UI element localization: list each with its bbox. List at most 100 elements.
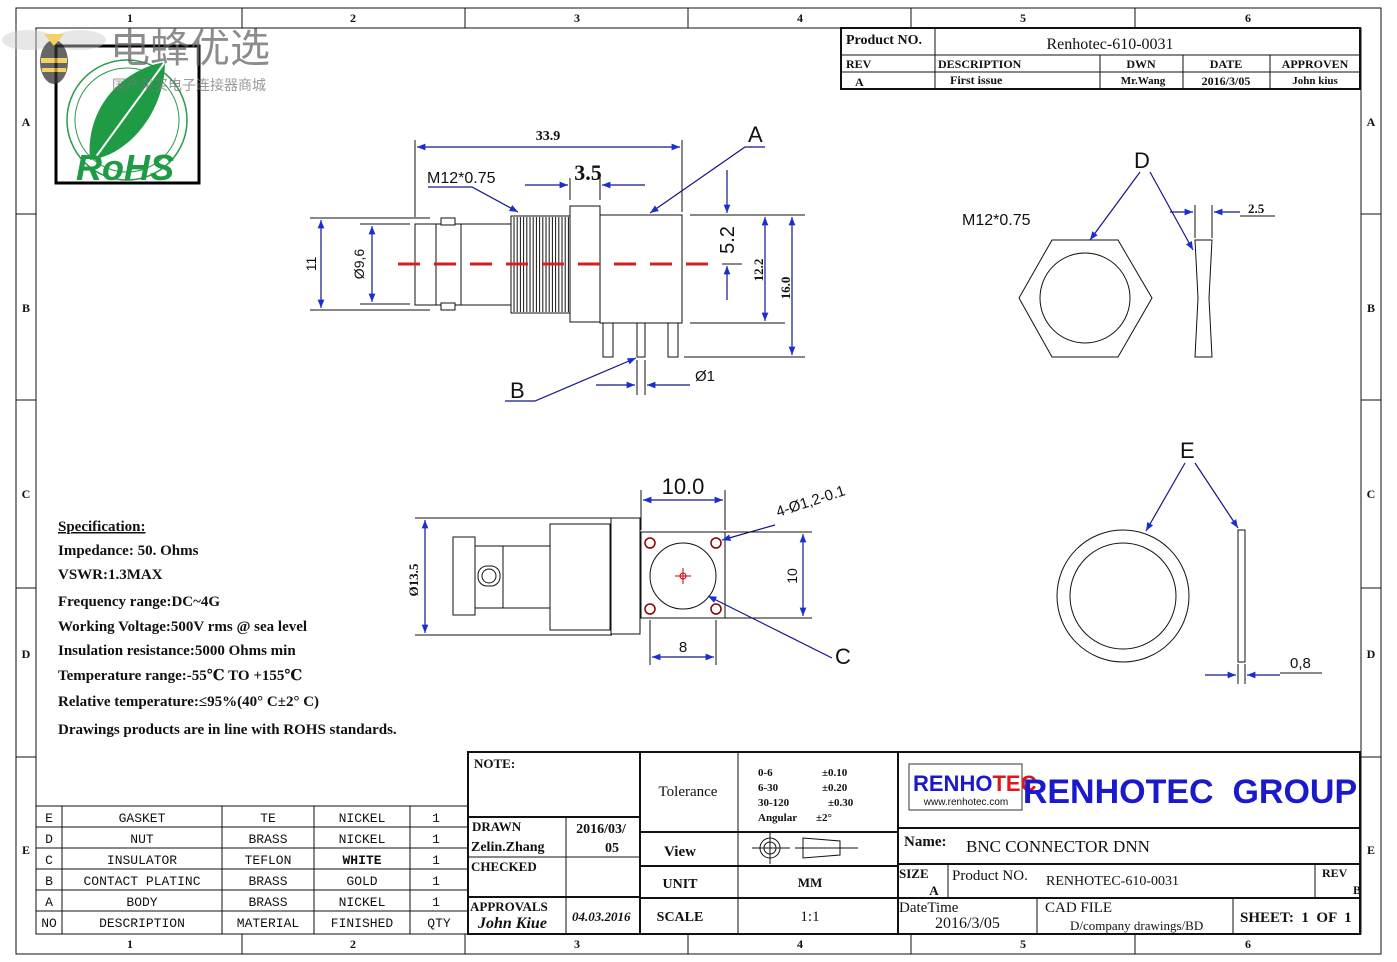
dim-pitch: 8 xyxy=(679,639,687,656)
dim-od: 11 xyxy=(303,257,319,272)
bom-cell: A xyxy=(45,895,53,910)
dim-dia: Ø9,6 xyxy=(351,249,367,280)
dim-pin-dia: Ø1 xyxy=(695,368,715,385)
rohs-text: RoHS xyxy=(76,147,174,188)
logo-text-red: TEC xyxy=(992,771,1036,796)
bom-cell: B xyxy=(45,874,53,889)
approver-signature: John Kiue xyxy=(477,915,547,932)
spec-line: Impedance: 50. Ohms xyxy=(58,543,199,559)
tolerance-value: ±0.30 xyxy=(828,797,854,809)
cad-file-path: D/company drawings/BD xyxy=(1070,918,1203,933)
date-value: 2016/3/05 xyxy=(1202,74,1251,88)
row-label: D xyxy=(1367,647,1376,661)
size-label: SIZE xyxy=(899,866,929,881)
column-label: 5 xyxy=(1020,937,1026,951)
rev-header: REV xyxy=(846,57,872,71)
drawn-by: Zelin.Zhang xyxy=(471,840,545,855)
tolerance-range: 30-120 xyxy=(758,797,790,809)
dwn-value: Mr.Wang xyxy=(1121,75,1166,87)
bom-cell: BRASS xyxy=(248,895,287,910)
watermark-tagline: 国产采买电子连接器商城 xyxy=(112,77,266,94)
bom-cell: D xyxy=(45,832,53,847)
drawn-date-day: 05 xyxy=(605,841,619,856)
title-product-no: RENHOTEC-610-0031 xyxy=(1046,874,1179,889)
bom-cell: 1 xyxy=(432,811,440,826)
product-no-label: Product NO. xyxy=(846,33,922,48)
view-label: View xyxy=(664,844,696,860)
row-label: C xyxy=(1367,487,1376,501)
column-label: 6 xyxy=(1245,937,1251,951)
bom-cell: INSULATOR xyxy=(107,853,177,868)
spec-line: Insulation resistance:5000 Ohms min xyxy=(58,643,296,659)
bom-cell: TE xyxy=(260,811,276,826)
column-label: 2 xyxy=(350,937,356,951)
bom-cell: NUT xyxy=(130,832,154,847)
company-website: www.renhotec.com xyxy=(923,797,1008,808)
rev-value: B xyxy=(1353,883,1361,897)
dim-body-height: 12.2 xyxy=(751,259,766,282)
watermark: 电蜂优选 国产采买电子连接器商城 xyxy=(2,26,270,94)
drawn-date: 2016/03/ xyxy=(576,822,627,837)
thread-callout: M12*0.75 xyxy=(427,170,496,187)
scale-value: 1:1 xyxy=(800,909,819,925)
watermark-brand: 电蜂优选 xyxy=(110,26,270,72)
row-label: E xyxy=(22,843,30,857)
approvals-label: APPROVALS xyxy=(470,899,548,914)
drawn-label: DRAWN xyxy=(472,819,522,834)
bom-header: FINISHED xyxy=(331,916,394,931)
datetime-label: DateTime xyxy=(899,900,959,916)
label-b: B xyxy=(510,378,525,403)
spec-line: Frequency range:DC~4G xyxy=(58,594,220,610)
row-label: A xyxy=(22,115,31,129)
tolerance-range: 0-6 xyxy=(758,767,773,779)
rev-value: A xyxy=(855,75,864,89)
row-label: D xyxy=(22,647,31,661)
title-block: RENHOTEC www.renhotec.com RENHOTEC GROUP… xyxy=(898,763,1361,934)
column-label: 1 xyxy=(127,11,133,25)
specs-block: Tolerance 0-6 ±0.10 6-30 ±0.20 30-120 ±0… xyxy=(640,752,1360,934)
dim-height: 10 xyxy=(784,568,800,584)
row-label: B xyxy=(22,301,30,315)
row-label: B xyxy=(1367,301,1375,315)
spec-line: Temperature range:-55℃ TO +155℃ xyxy=(58,668,302,684)
bom-cell: WHITE xyxy=(342,853,381,868)
bom-cell: 1 xyxy=(432,895,440,910)
dwn-header: DWN xyxy=(1126,57,1156,71)
scale-label: SCALE xyxy=(657,910,704,925)
title-product-no-label: Product NO. xyxy=(952,868,1028,884)
dim-gasket-thickness: 0,8 xyxy=(1290,655,1311,672)
description-header: DESCRIPTION xyxy=(938,57,1022,71)
bom-cell: C xyxy=(45,853,53,868)
holes-callout: 4-Ø1,2-0.1 xyxy=(774,482,847,520)
projection-symbol-icon xyxy=(752,832,858,864)
bom-cell: NICKEL xyxy=(339,895,386,910)
sheet-info: SHEET: 1 OF 1 xyxy=(1240,910,1352,926)
bom-cell: E xyxy=(45,811,53,826)
tolerance-value: ±0.10 xyxy=(822,767,848,779)
tolerance-range: Angular xyxy=(758,812,797,824)
label-d: D xyxy=(1134,148,1150,173)
column-label: 3 xyxy=(574,11,580,25)
cad-file-label: CAD FILE xyxy=(1045,900,1112,916)
column-label: 5 xyxy=(1020,11,1026,25)
description-value: First issue xyxy=(950,73,1003,87)
spec-title: Specification: xyxy=(58,519,146,535)
tolerance-value: ±2° xyxy=(816,812,832,824)
row-label: C xyxy=(22,487,31,501)
bom-cell: BRASS xyxy=(248,874,287,889)
column-label: 3 xyxy=(574,937,580,951)
svg-text:RENHOTEC: RENHOTEC xyxy=(913,771,1037,796)
bom-cell: GASKET xyxy=(119,811,166,826)
bom-cell: 1 xyxy=(432,874,440,889)
approven-header: APPROVEN xyxy=(1282,57,1349,71)
row-label: A xyxy=(1367,115,1376,129)
spec-line: Relative temperature:≤95%(40° C±2° C) xyxy=(58,694,319,710)
front-view: 10.0 4-Ø1,2-0.1 10 8 Ø13.5 C xyxy=(406,474,851,669)
dim-total-height: 16.0 xyxy=(778,277,793,300)
name-label: Name: xyxy=(904,834,946,850)
dim-flange: 3.5 xyxy=(574,160,602,185)
part-name: BNC CONNECTOR DNN xyxy=(966,837,1150,856)
bom-cell: CONTACT PLATINC xyxy=(83,874,200,889)
